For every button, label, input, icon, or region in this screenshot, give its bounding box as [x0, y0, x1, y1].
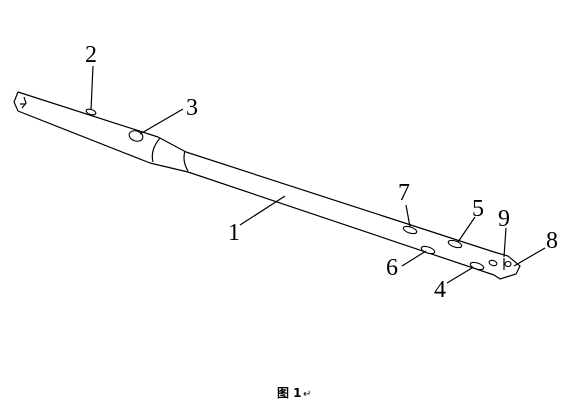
catheter-body [13, 91, 521, 280]
leader-8 [513, 247, 546, 267]
caption-return-mark: ↵ [303, 389, 311, 400]
label-2: 2 [85, 42, 97, 68]
leader-9 [503, 227, 507, 258]
hole-4 [469, 261, 485, 271]
label-1: 1 [228, 220, 240, 246]
hole-9 [488, 259, 498, 267]
hole-3 [128, 130, 144, 142]
label-9: 9 [498, 206, 510, 232]
reference-labels: 1 2 3 4 5 6 7 8 9 [85, 42, 558, 303]
label-3: 3 [186, 95, 198, 121]
label-6: 6 [386, 255, 398, 281]
label-8: 8 [546, 228, 558, 254]
leader-6 [401, 250, 427, 267]
figure-caption: 图 1 ↵ [277, 386, 311, 400]
leader-3 [139, 108, 184, 135]
hole-7 [402, 225, 418, 235]
side-holes [85, 108, 512, 271]
leader-5 [457, 216, 476, 243]
hole-2 [85, 108, 97, 116]
caption-text: 图 1 [277, 386, 302, 400]
leader-4 [446, 267, 473, 284]
leader-lines [90, 65, 546, 284]
label-4: 4 [434, 277, 446, 303]
leader-2 [90, 65, 94, 111]
hole-8 [504, 260, 512, 268]
label-5: 5 [472, 196, 484, 222]
label-7: 7 [398, 180, 410, 206]
leader-7 [405, 204, 411, 228]
leader-1 [239, 195, 286, 226]
